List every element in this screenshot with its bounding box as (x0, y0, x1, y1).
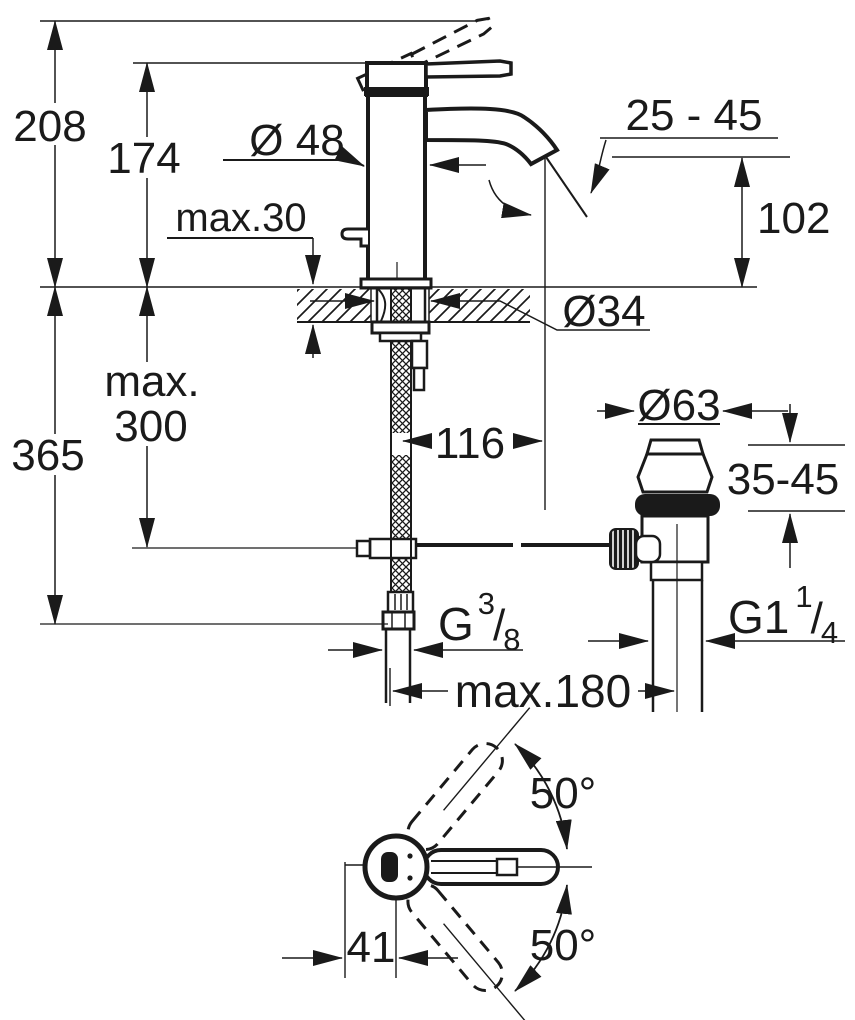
dim-handle-center-offset: 41 (347, 923, 396, 972)
faucet-spout (424, 106, 560, 167)
dim-total-below-deck: 365 (11, 431, 84, 480)
popup-rod-upper-thin (412, 366, 426, 392)
dim-deck-hole-diameter: Ø34 (562, 287, 645, 336)
faucet-lever (424, 59, 513, 79)
popup-adjuster-knob (609, 528, 639, 570)
hose-end-connector (381, 590, 416, 703)
popup-waste-assembly (609, 438, 720, 712)
dim-waste-flange-diameter: Ø63 (637, 381, 720, 430)
fixing-nut (370, 320, 431, 335)
dim-handle-swing-up: 50° (530, 769, 597, 818)
dim-body-diameter: Ø 48 (249, 116, 344, 165)
dim-height-to-aerator: 174 (107, 134, 180, 183)
swing-arc-upper (514, 743, 572, 850)
dim-outlet-height: 102 (757, 194, 830, 243)
dim-max-deck-thickness: max.30 (175, 196, 306, 240)
handle-swing-down-dashed (406, 882, 531, 1020)
faucet-top-view (362, 707, 592, 1020)
popup-lever-hook (340, 227, 368, 248)
dim-waste-deck-range: 35-45 (727, 455, 840, 504)
popup-rod-upper (410, 339, 429, 370)
faucet-body (366, 93, 427, 282)
dim-stream-angle-range: 25 - 45 (626, 91, 763, 140)
dim-overall-height: 208 (13, 102, 86, 151)
popup-linkage (355, 537, 612, 560)
dim-spout-projection: 116 (435, 419, 505, 468)
dimension-lines (40, 20, 845, 992)
dim-hose-clearance-value: 300 (114, 402, 187, 451)
lever-slot (381, 852, 398, 882)
dim-handle-swing-down: 50° (530, 921, 597, 970)
handle-swing-up-dashed (406, 707, 531, 852)
swing-arc-lower (514, 884, 572, 992)
deck-cross-section (297, 287, 530, 323)
dimension-labels: 208 174 Ø 48 max.30 25 - 45 102 Ø34 max.… (8, 91, 839, 972)
dim-max-center-distance: max.180 (455, 665, 631, 717)
dim-hose-clearance-word: max. (104, 357, 199, 406)
fixing-nut-step (378, 331, 423, 343)
faucet-head-band (364, 87, 429, 96)
mounting-shank (375, 287, 427, 322)
